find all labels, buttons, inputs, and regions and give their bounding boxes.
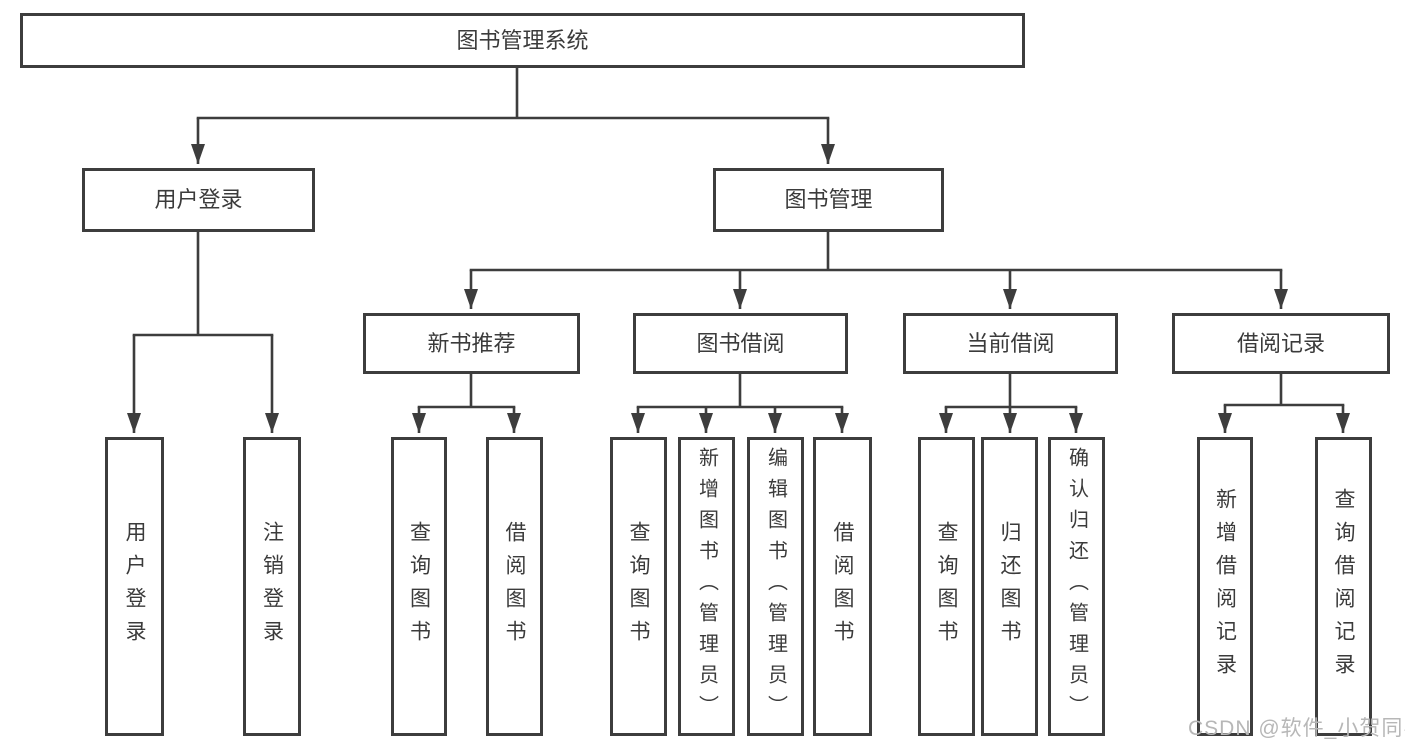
node-label: 查询借阅记录: [1332, 487, 1356, 686]
node-label: 用户登录: [154, 187, 243, 212]
node-label: 新增图书（管理员）: [695, 447, 718, 726]
leaf-query-borrow-record: 查询借阅记录: [1315, 437, 1372, 736]
leaf-edit-book-admin: 编辑图书（管理员）: [747, 437, 804, 736]
leaf-add-book-admin: 新增图书（管理员）: [678, 437, 735, 736]
leaf-user-login: 用户登录: [105, 437, 164, 736]
node-label: 确认归还（管理员）: [1065, 447, 1088, 726]
node-new-book-recommend: 新书推荐: [363, 313, 580, 374]
node-label: 图书管理系统: [456, 27, 589, 53]
leaf-query-books-1: 查询图书: [391, 437, 447, 736]
node-label: 注销登录: [260, 520, 284, 653]
node-label: 图书借阅: [696, 330, 785, 356]
leaf-borrow-books-1: 借阅图书: [486, 437, 543, 736]
node-label: 查询图书: [407, 520, 431, 653]
node-label: 归还图书: [998, 520, 1022, 653]
node-borrow-records: 借阅记录: [1172, 313, 1390, 374]
node-current-borrowing: 当前借阅: [903, 313, 1118, 374]
leaf-return-book: 归还图书: [981, 437, 1038, 736]
node-label: 查询图书: [627, 520, 651, 653]
node-label: 借阅图书: [503, 520, 527, 653]
node-label: 编辑图书（管理员）: [764, 447, 787, 726]
node-label: 查询图书: [935, 520, 959, 653]
node-label: 新增借阅记录: [1213, 487, 1237, 686]
watermark: CSDN @软件_小贺同学: [1188, 717, 1405, 740]
node-label: 当前借阅: [966, 330, 1055, 356]
node-user-login: 用户登录: [82, 168, 315, 232]
node-label: 新书推荐: [427, 330, 516, 356]
leaf-query-books-3: 查询图书: [918, 437, 975, 736]
node-root: 图书管理系统: [20, 13, 1025, 68]
node-label: 用户登录: [123, 520, 147, 653]
leaf-query-books-2: 查询图书: [610, 437, 667, 736]
node-label: 借阅图书: [831, 520, 855, 653]
leaf-logout: 注销登录: [243, 437, 301, 736]
node-label: 借阅记录: [1236, 330, 1325, 356]
node-label: 图书管理: [784, 187, 873, 212]
node-book-borrowing: 图书借阅: [633, 313, 848, 374]
leaf-add-borrow-record: 新增借阅记录: [1197, 437, 1253, 736]
leaf-confirm-return-admin: 确认归还（管理员）: [1048, 437, 1105, 736]
leaf-borrow-books-2: 借阅图书: [813, 437, 872, 736]
node-book-management: 图书管理: [713, 168, 944, 232]
